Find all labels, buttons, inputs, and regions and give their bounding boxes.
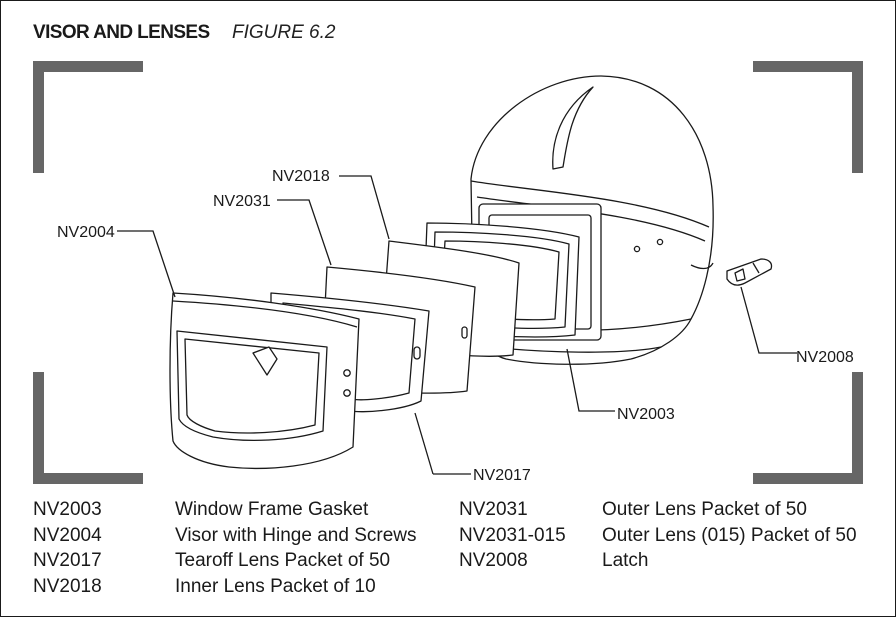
bracket-bottom-right	[753, 372, 863, 484]
part-description: Outer Lens Packet of 50	[602, 499, 807, 520]
callout-nv2004: NV2004	[57, 224, 115, 241]
leader-nv2003	[566, 348, 615, 412]
callout-nv2017: NV2017	[473, 467, 531, 484]
leader-nv2031	[277, 199, 332, 266]
part-code: NV2018	[33, 575, 102, 597]
part-description: Inner Lens Packet of 10	[175, 575, 376, 597]
leader-nv2017-b	[414, 412, 434, 475]
callout-nv2018: NV2018	[272, 168, 330, 185]
visor	[169, 292, 360, 470]
part-description: Visor with Hinge and Screws	[175, 524, 417, 546]
latch	[726, 258, 773, 286]
bracket-top-left	[33, 61, 143, 173]
part-description: Window Frame Gasket	[175, 499, 369, 520]
part-code: NV2004	[33, 524, 102, 546]
part-code: NV2008	[459, 550, 528, 571]
bracket-top-right	[753, 61, 863, 173]
part-code: NV2031-015	[459, 524, 566, 546]
leader-nv2018	[339, 175, 390, 240]
figure-number: FIGURE 6.2	[232, 22, 336, 43]
part-description: Tearoff Lens Packet of 50	[175, 550, 391, 571]
part-code: NV2003	[33, 499, 102, 520]
frame-brackets	[33, 61, 863, 484]
leader-lines	[117, 175, 797, 475]
part-code: NV2017	[33, 550, 102, 571]
callout-nv2008: NV2008	[796, 349, 854, 366]
figure-title: VISOR AND LENSES	[33, 22, 210, 43]
callout-nv2003: NV2003	[617, 406, 675, 423]
leader-nv2008	[740, 286, 797, 354]
callout-nv2031: NV2031	[213, 193, 271, 210]
leader-nv2004	[117, 230, 176, 298]
part-code: NV2031	[459, 499, 528, 520]
bracket-bottom-left	[33, 372, 143, 484]
part-description: Outer Lens (015) Packet of 50	[602, 524, 857, 546]
part-description: Latch	[602, 550, 649, 571]
